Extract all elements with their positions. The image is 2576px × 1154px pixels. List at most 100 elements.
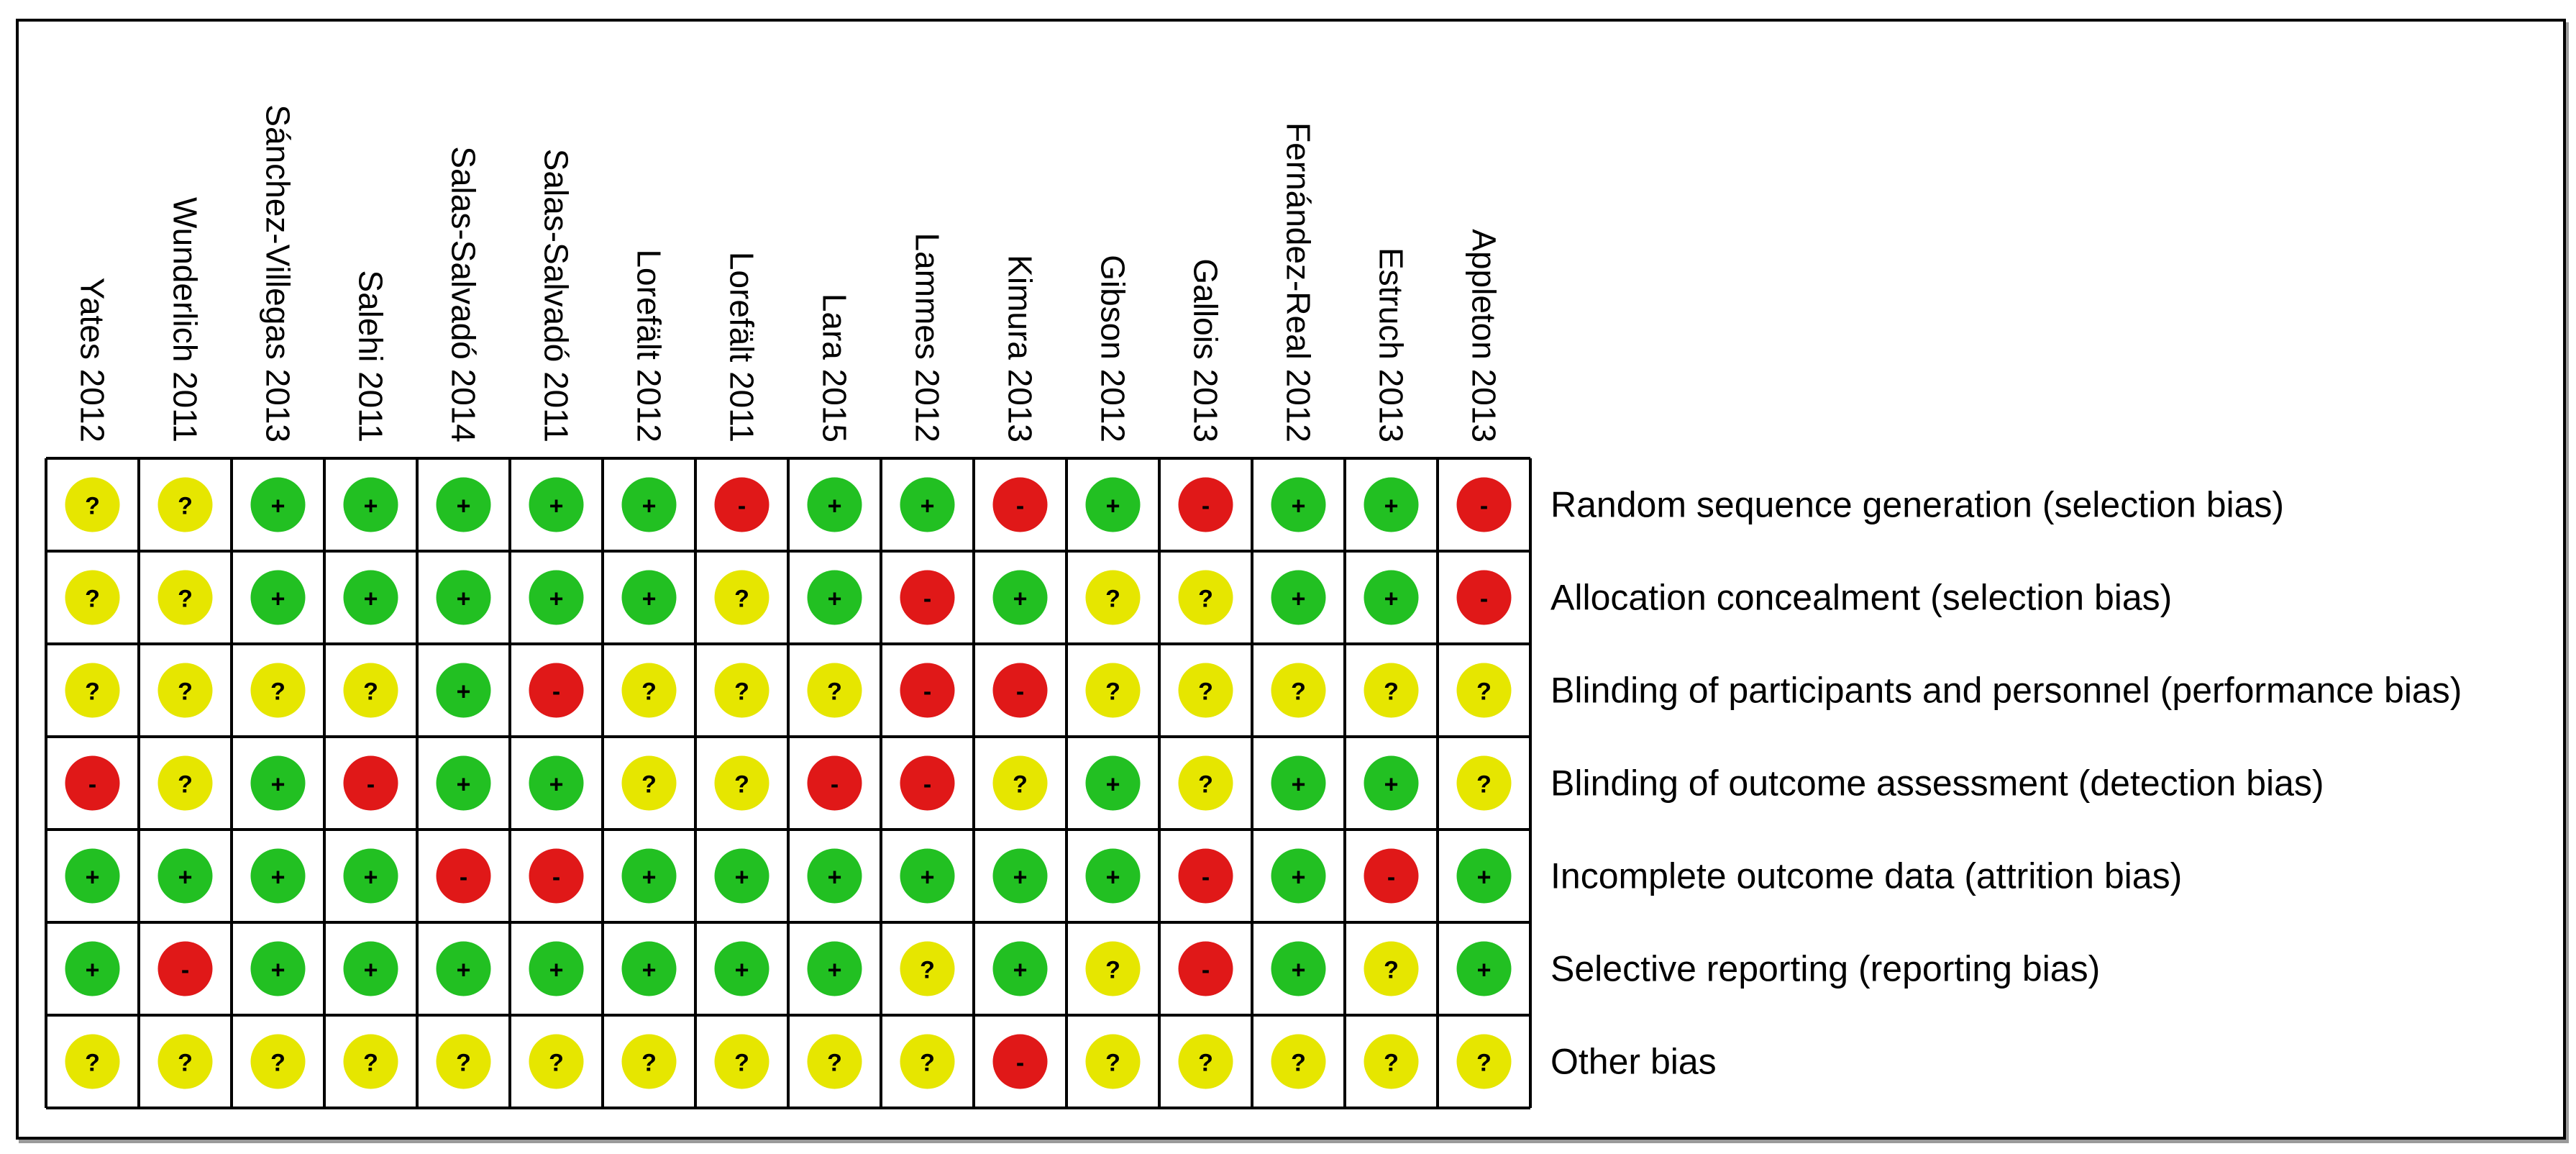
low-risk-symbol: + xyxy=(549,493,564,520)
unclear-risk-marker xyxy=(1085,1034,1141,1089)
low-risk-marker xyxy=(65,848,120,904)
low-risk-symbol: + xyxy=(1292,771,1306,799)
unclear-risk-marker xyxy=(1085,941,1141,996)
high-risk-marker xyxy=(714,477,769,532)
low-risk-symbol: + xyxy=(271,493,286,520)
high-risk-marker xyxy=(529,848,584,904)
low-risk-symbol: + xyxy=(364,864,378,891)
low-risk-symbol: + xyxy=(86,864,100,891)
high-risk-marker xyxy=(900,570,955,625)
low-risk-symbol: + xyxy=(178,864,193,891)
low-risk-symbol: + xyxy=(457,771,471,799)
unclear-risk-symbol: ? xyxy=(1013,771,1028,799)
high-risk-symbol: - xyxy=(1387,864,1395,891)
unclear-risk-marker xyxy=(1364,663,1419,718)
high-risk-symbol: - xyxy=(181,957,189,984)
low-risk-symbol: + xyxy=(457,493,471,520)
unclear-risk-symbol: ? xyxy=(1291,678,1306,706)
unclear-risk-symbol: ? xyxy=(1384,1050,1399,1077)
unclear-risk-symbol: ? xyxy=(85,678,100,706)
low-risk-marker xyxy=(343,570,398,625)
unclear-risk-symbol: ? xyxy=(1105,957,1120,984)
study-label: Lorefält 2012 xyxy=(631,249,668,442)
low-risk-symbol: + xyxy=(1292,957,1306,984)
low-risk-symbol: + xyxy=(549,957,564,984)
low-risk-symbol: + xyxy=(642,586,657,613)
unclear-risk-marker xyxy=(621,755,677,811)
unclear-risk-marker xyxy=(1085,663,1141,718)
high-risk-symbol: - xyxy=(1016,1050,1024,1077)
unclear-risk-marker xyxy=(65,477,120,532)
high-risk-symbol: - xyxy=(923,586,931,613)
low-risk-symbol: + xyxy=(86,957,100,984)
low-risk-marker xyxy=(529,477,584,532)
low-risk-marker xyxy=(992,848,1048,904)
unclear-risk-symbol: ? xyxy=(456,1050,471,1077)
low-risk-symbol: + xyxy=(828,864,842,891)
unclear-risk-symbol: ? xyxy=(270,678,286,706)
low-risk-symbol: + xyxy=(1384,771,1399,799)
low-risk-symbol: + xyxy=(1292,864,1306,891)
unclear-risk-marker xyxy=(1178,1034,1233,1089)
unclear-risk-marker xyxy=(1364,1034,1419,1089)
low-risk-symbol: + xyxy=(271,864,286,891)
high-risk-symbol: - xyxy=(1480,586,1488,613)
low-risk-marker xyxy=(343,848,398,904)
unclear-risk-symbol: ? xyxy=(734,678,749,706)
unclear-risk-symbol: ? xyxy=(827,1050,842,1077)
unclear-risk-symbol: ? xyxy=(1476,1050,1492,1077)
unclear-risk-marker xyxy=(1364,941,1419,996)
low-risk-symbol: + xyxy=(828,957,842,984)
low-risk-marker xyxy=(1456,848,1512,904)
unclear-risk-marker xyxy=(1271,1034,1326,1089)
high-risk-symbol: - xyxy=(1202,493,1210,520)
unclear-risk-symbol: ? xyxy=(920,1050,935,1077)
high-risk-marker xyxy=(1456,477,1512,532)
high-risk-symbol: - xyxy=(88,771,96,799)
low-risk-marker xyxy=(807,570,862,625)
high-risk-marker xyxy=(436,848,491,904)
high-risk-symbol: - xyxy=(923,678,931,706)
unclear-risk-symbol: ? xyxy=(1384,957,1399,984)
study-label: Sánchez-Villegas 2013 xyxy=(260,104,297,442)
study-label: Salehi 2011 xyxy=(352,270,390,442)
low-risk-marker xyxy=(1456,941,1512,996)
low-risk-marker xyxy=(529,570,584,625)
low-risk-marker xyxy=(436,477,491,532)
study-label: Lorefält 2011 xyxy=(723,252,761,442)
low-risk-symbol: + xyxy=(1013,957,1028,984)
domain-label: Selective reporting (reporting bias) xyxy=(1550,949,2100,989)
low-risk-symbol: + xyxy=(642,864,657,891)
unclear-risk-marker xyxy=(65,1034,120,1089)
unclear-risk-marker xyxy=(1178,755,1233,811)
unclear-risk-marker xyxy=(900,1034,955,1089)
high-risk-marker xyxy=(900,755,955,811)
high-risk-symbol: - xyxy=(1202,864,1210,891)
unclear-risk-symbol: ? xyxy=(85,586,100,613)
low-risk-marker xyxy=(250,477,306,532)
low-risk-symbol: + xyxy=(549,771,564,799)
low-risk-symbol: + xyxy=(457,678,471,706)
unclear-risk-symbol: ? xyxy=(734,1050,749,1077)
unclear-risk-marker xyxy=(1456,755,1512,811)
unclear-risk-marker xyxy=(157,663,213,718)
unclear-risk-marker xyxy=(529,1034,584,1089)
unclear-risk-symbol: ? xyxy=(1105,1050,1120,1077)
low-risk-symbol: + xyxy=(1106,771,1120,799)
low-risk-symbol: + xyxy=(1292,493,1306,520)
unclear-risk-marker xyxy=(1271,663,1326,718)
low-risk-marker xyxy=(900,848,955,904)
domain-label: Other bias xyxy=(1550,1042,1717,1082)
low-risk-marker xyxy=(807,477,862,532)
unclear-risk-symbol: ? xyxy=(270,1050,286,1077)
unclear-risk-marker xyxy=(250,1034,306,1089)
unclear-risk-symbol: ? xyxy=(1198,586,1213,613)
low-risk-marker xyxy=(1085,755,1141,811)
domain-label: Incomplete outcome data (attrition bias) xyxy=(1550,856,2182,896)
unclear-risk-symbol: ? xyxy=(363,678,378,706)
low-risk-marker xyxy=(1085,848,1141,904)
low-risk-symbol: + xyxy=(735,864,749,891)
high-risk-symbol: - xyxy=(1016,678,1024,706)
high-risk-symbol: - xyxy=(552,864,560,891)
low-risk-marker xyxy=(250,848,306,904)
